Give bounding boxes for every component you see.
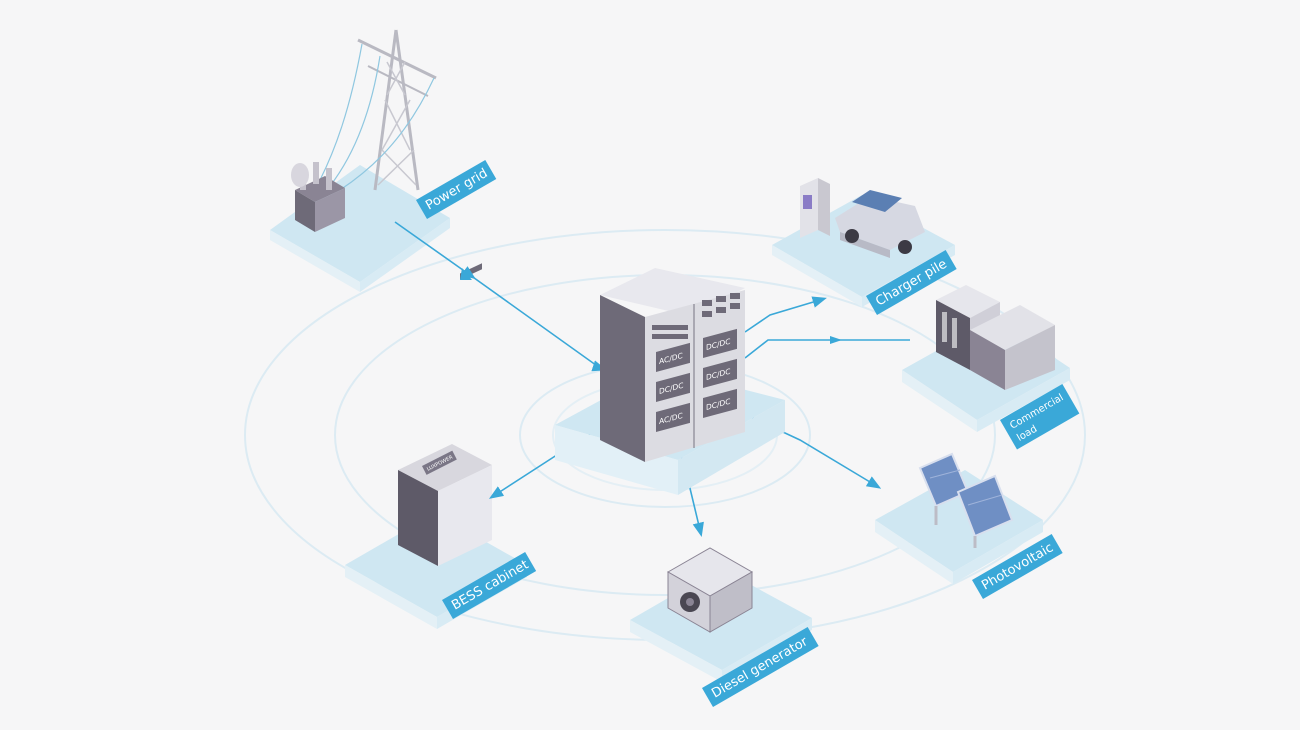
node-power-grid: Power grid [270,29,497,292]
power-grid-label-badge: Power grid [416,160,497,220]
power-conversion-cabinet-icon: AC/DC DC/DC AC/DC DC/DC [600,268,745,462]
electric-car-icon [835,190,925,258]
ev-charger-icon [800,178,830,238]
right-modules: DC/DC DC/DC DC/DC [703,328,737,418]
building-icon [936,285,1055,390]
node-diesel-generator: Diesel generator [630,547,819,708]
commercial-load-label-badge: Commercial load [1000,384,1080,450]
connection-arrows [460,268,842,344]
node-charger-pile: Charger pile [772,178,957,316]
connection-commercial [744,339,910,359]
transmission-tower-icon [319,29,437,191]
platform [270,165,450,292]
power-grid-label: Power grid [423,166,490,213]
solar-panel-icon [918,452,1014,548]
node-center-cabinet: AC/DC DC/DC AC/DC DC/DC [555,268,785,495]
node-photovoltaic: Photovoltaic [875,452,1063,600]
connection-charger [744,296,827,333]
generator-icon [666,547,754,633]
node-commercial-load: Commercial load [902,285,1080,450]
battery-cabinet-icon: LUXPOWER [398,263,492,566]
left-modules: AC/DC DC/DC AC/DC [656,342,690,432]
transformer-icon [291,162,345,232]
